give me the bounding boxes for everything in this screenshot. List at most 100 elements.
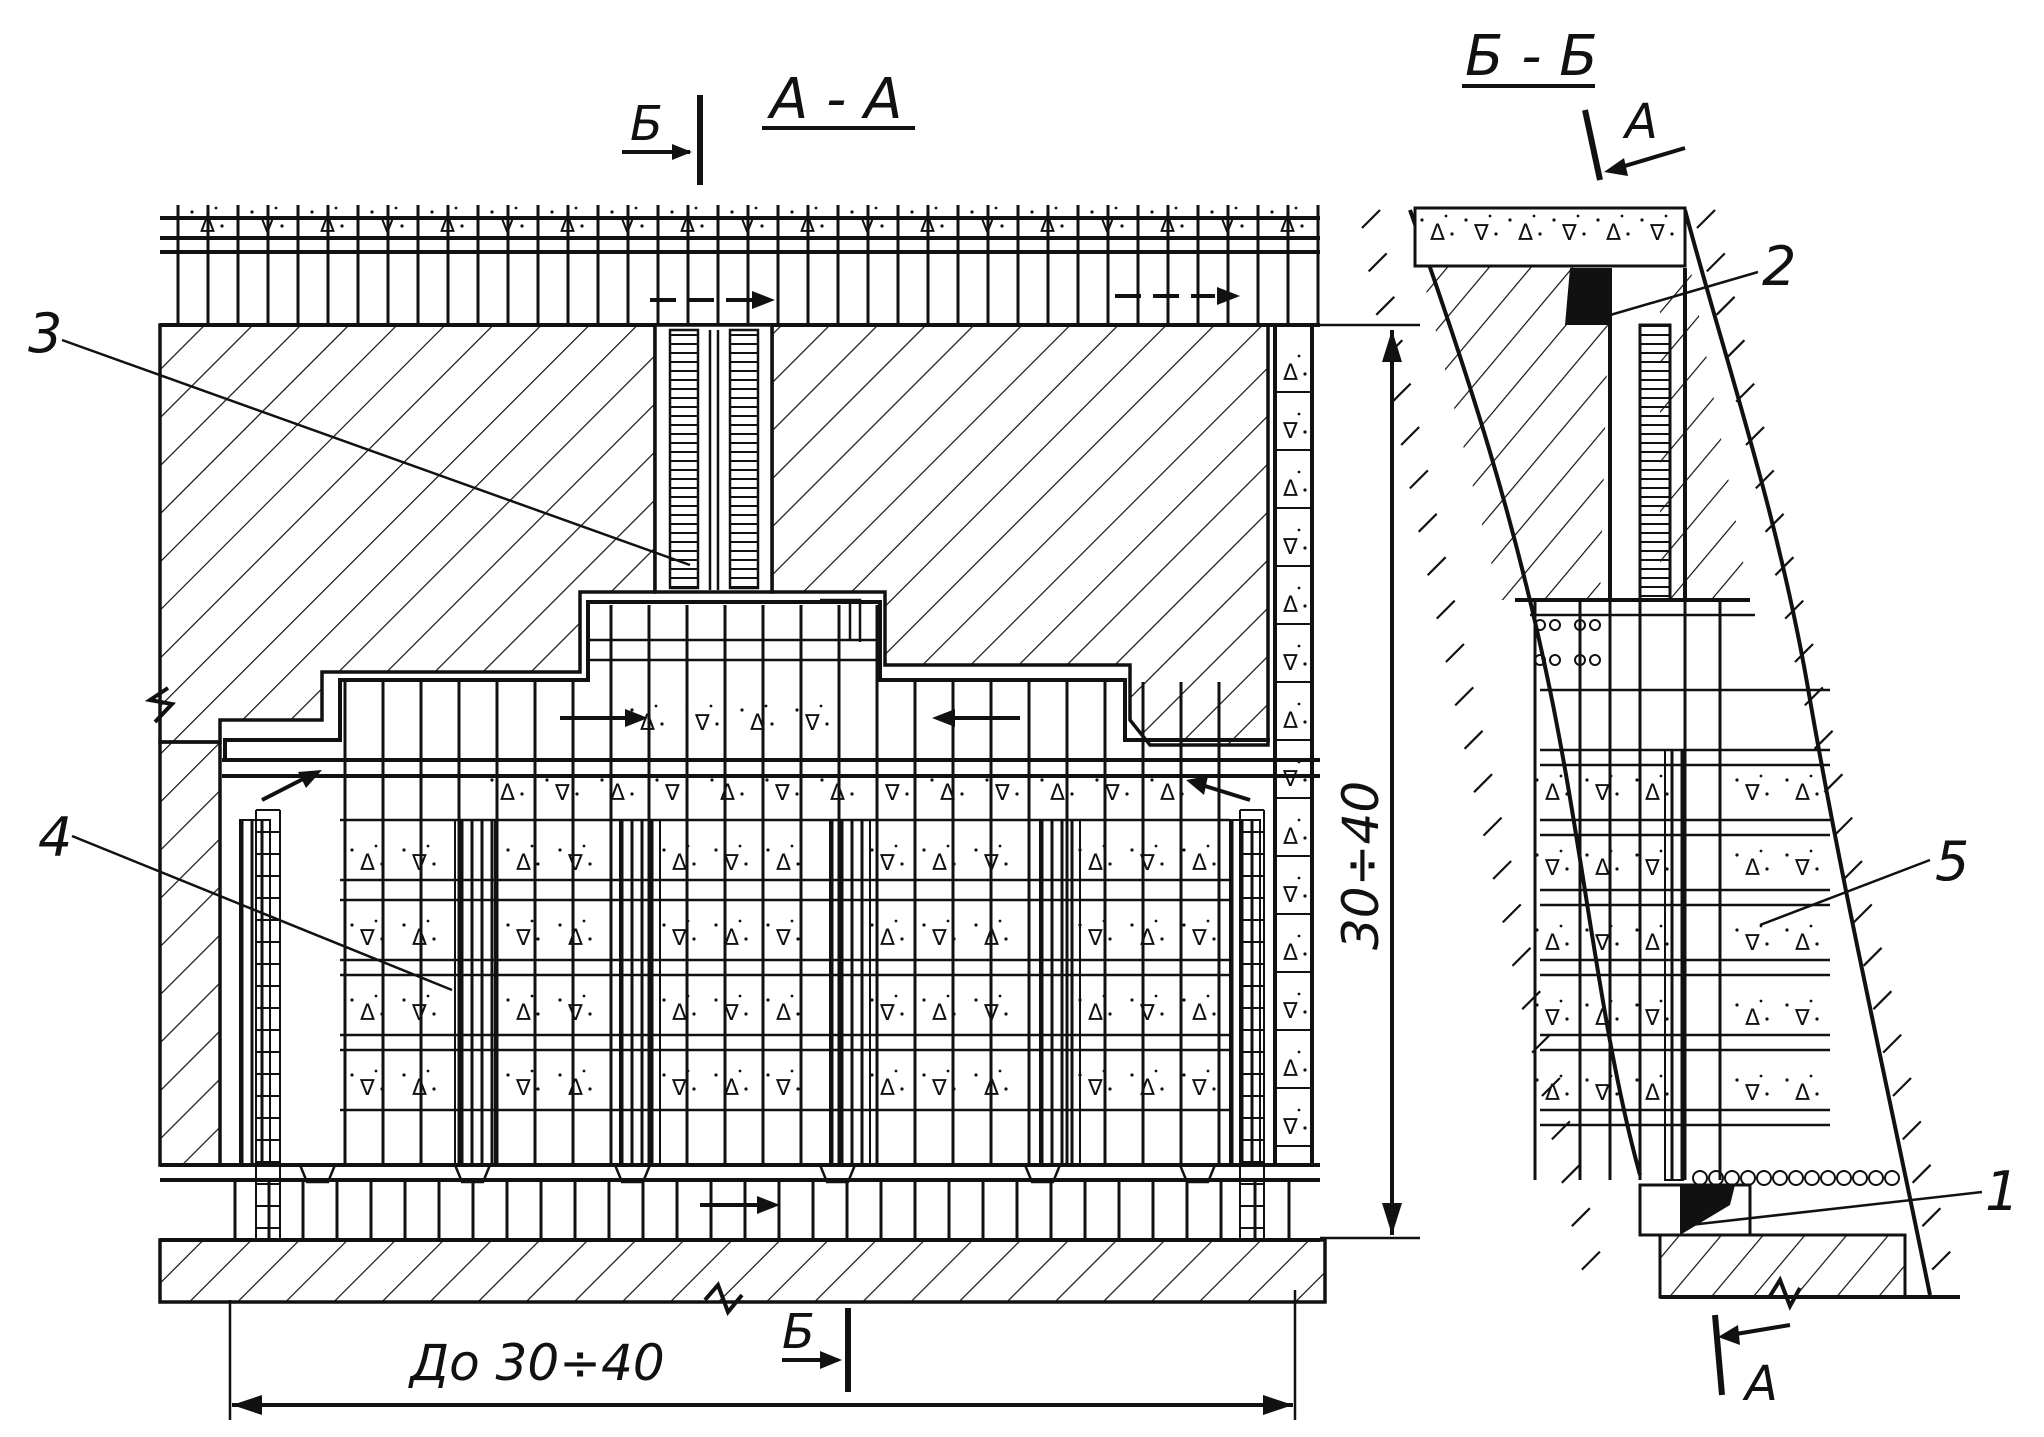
rock-fragment-symbol: Δ: [1283, 477, 1298, 502]
rock-fragment-symbol: Δ: [610, 781, 625, 806]
rock-fragment-symbol: ∇: [1282, 767, 1298, 792]
cut-mark-aa-top-label: А: [1622, 94, 1658, 150]
rock-fragment-symbol: Δ: [1160, 781, 1175, 806]
stope-arrows: [261, 598, 1251, 802]
cut-mark-bb-bottom: Б: [782, 1304, 851, 1392]
rock-fragment-symbol: ∇: [671, 926, 687, 951]
section-aa: А - А Б Δ ∇ Δ ∇ Δ ∇ Δ ∇ Δ ∇ Δ ∇ Δ ∇ Δ ∇ Δ ∇ Δ: [28, 67, 1420, 1420]
ore-chute-2: [1565, 268, 1610, 325]
rock-fragment-symbol: Δ: [1430, 221, 1445, 246]
rock-fragment-symbol: Δ: [984, 926, 999, 951]
rock-fragment-symbol: ∇: [994, 781, 1010, 806]
rock-fragment-symbol: ∇: [775, 1076, 791, 1101]
rock-pillar-right: [770, 323, 1270, 747]
rock-fragment-symbol: ∇: [1282, 651, 1298, 676]
rock-fragment-symbol: ∇: [884, 781, 900, 806]
rock-fragment-symbol: Δ: [360, 851, 375, 876]
rock-fragment-symbol: Δ: [940, 781, 955, 806]
floor-rock: [158, 1238, 1327, 1316]
rock-fragment-symbol: Δ: [1283, 825, 1298, 850]
rock-fragment-symbol: Δ: [516, 1001, 531, 1026]
rock-fragment-symbol: Δ: [724, 926, 739, 951]
rock-fragment-symbol: Δ: [724, 1076, 739, 1101]
rock-fragment-symbol: Δ: [640, 711, 655, 736]
rock-fragment-symbol: Δ: [1795, 781, 1810, 806]
rock-fragment-symbol: ∇: [567, 851, 583, 876]
rock-fragment-symbol: Δ: [1595, 1006, 1610, 1031]
rock-wall-left: [158, 740, 222, 1167]
bb-right-wall-rock: [1660, 265, 1750, 600]
rock-fragment-symbol: Δ: [1140, 1076, 1155, 1101]
cut-mark-bb-bottom-label: Б: [782, 1304, 815, 1360]
stope-support-grid: Δ∇Δ∇Δ∇Δ∇Δ∇Δ∇Δ∇Δ∇Δ∇Δ∇Δ∇Δ∇Δ∇Δ∇Δ∇Δ∇Δ∇Δ∇Δ∇Δ∇…: [239, 605, 1265, 1240]
rock-fragment-symbol: ∇: [775, 926, 791, 951]
rock-fragment-symbol: Δ: [1283, 593, 1298, 618]
callout-2: 2: [1599, 235, 1796, 320]
raise-item-3: [653, 323, 774, 594]
rock-fragment-symbol: ∇: [411, 1001, 427, 1026]
rock-fragment-symbol: ∇: [359, 926, 375, 951]
rock-fragment-symbol: Δ: [776, 851, 791, 876]
rock-fragment-symbol: ∇: [1139, 1001, 1155, 1026]
rock-fragment-symbol: Δ: [1795, 931, 1810, 956]
rock-fragment-symbol: Δ: [1606, 221, 1621, 246]
rock-fragment-symbol: ∇: [983, 851, 999, 876]
width-dimension: До 30÷40: [228, 1290, 1297, 1420]
rock-fragment-symbol: Δ: [1795, 1081, 1810, 1106]
rock-fragment-symbol: ∇: [1649, 221, 1665, 246]
upper-drift-arrows: [650, 287, 1240, 309]
rock-fragment-symbol: Δ: [1595, 856, 1610, 881]
rock-fragment-symbol: ∇: [1744, 931, 1760, 956]
rock-fragment-symbol: Δ: [1140, 926, 1155, 951]
rock-fragment-symbol: Δ: [1088, 1001, 1103, 1026]
rock-fragment-symbol: Δ: [672, 1001, 687, 1026]
rock-fragment-symbol: ∇: [1594, 781, 1610, 806]
rock-fragment-symbol: ∇: [1794, 856, 1810, 881]
rock-fragment-symbol: Δ: [880, 926, 895, 951]
callout-3: 3: [28, 302, 691, 567]
rock-fragment-symbol: Δ: [1745, 1006, 1760, 1031]
rock-fragment-symbol: Δ: [1545, 931, 1560, 956]
rock-fragment-symbol: ∇: [664, 781, 680, 806]
rock-fragment-symbol: ∇: [694, 711, 710, 736]
rock-fragment-symbol: ∇: [515, 1076, 531, 1101]
rock-fragment-symbol: Δ: [984, 1076, 999, 1101]
rock-fragment-symbol: Δ: [360, 1001, 375, 1026]
rock-fragment-symbol: Δ: [500, 781, 515, 806]
rock-fragment-symbol: Δ: [1745, 856, 1760, 881]
rock-fragment-symbol: ∇: [1282, 883, 1298, 908]
callout-1: 1: [1689, 1160, 2019, 1227]
rock-fragment-symbol: ∇: [879, 851, 895, 876]
rock-fragment-symbol: ∇: [1282, 1115, 1298, 1140]
right-side-column: Δ∇Δ∇Δ∇Δ∇Δ∇Δ∇Δ∇: [1273, 325, 1314, 1165]
rock-fragment-symbol: Δ: [932, 851, 947, 876]
callout-5: 5: [1759, 830, 1969, 927]
rock-fragment-symbol: Δ: [750, 711, 765, 736]
rock-fragment-symbol: ∇: [931, 1076, 947, 1101]
rock-fragment-symbol: ∇: [1473, 221, 1489, 246]
rock-fragment-symbol: Δ: [830, 781, 845, 806]
ore-chute-1: [1680, 1185, 1735, 1235]
rock-fragment-symbol: ∇: [1794, 1006, 1810, 1031]
rock-fragment-symbol: Δ: [720, 781, 735, 806]
rock-fragment-symbol: Δ: [568, 926, 583, 951]
rock-fragment-symbol: Δ: [1545, 781, 1560, 806]
rock-fragment-symbol: Δ: [880, 1076, 895, 1101]
callout-2-label: 2: [1762, 235, 1796, 298]
rock-fragment-symbol: Δ: [1283, 709, 1298, 734]
rock-fragment-symbol: ∇: [804, 711, 820, 736]
rock-fragment-symbol: ∇: [1744, 1081, 1760, 1106]
section-bb-title: Б - Б: [1465, 24, 1598, 89]
rock-fragment-symbol: ∇: [1561, 221, 1577, 246]
rock-fragment-symbol: Δ: [1545, 1081, 1560, 1106]
section-bb: Б - Б А Δ∇Δ∇Δ∇ Δ∇Δ∇Δ∇Δ∇Δ∇Δ∇Δ∇Δ∇Δ∇Δ∇Δ∇: [1361, 24, 2019, 1412]
rock-fragment-symbol: Δ: [412, 1076, 427, 1101]
vein-right-boundary: [1683, 209, 1932, 1296]
rock-fragment-symbol: ∇: [774, 781, 790, 806]
rock-fragment-symbol: Δ: [1645, 1081, 1660, 1106]
width-dimension-label: До 30÷40: [408, 1334, 665, 1392]
cut-mark-aa-bottom-label: А: [1742, 1356, 1778, 1412]
rock-fragment-symbol: ∇: [515, 926, 531, 951]
section-aa-title: А - А: [767, 67, 902, 132]
